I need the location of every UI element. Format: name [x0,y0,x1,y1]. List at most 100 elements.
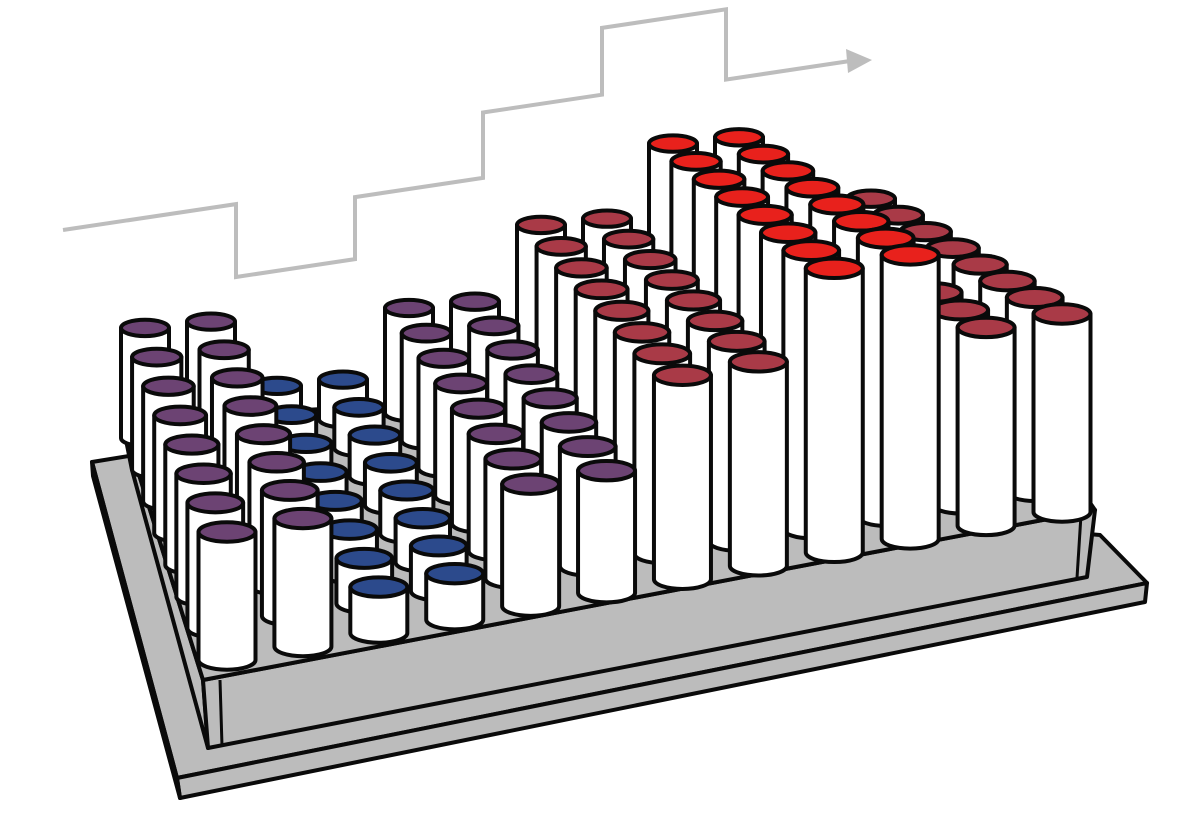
trend-step-line [62,6,851,280]
well-tube-top-purple [576,459,638,483]
well-tube-top-purple [557,435,618,459]
well-tube-body [576,468,638,605]
well-tube-top-purple [259,478,320,502]
plate-block-edge [218,679,224,747]
well-tube [727,350,789,578]
well-tube-top-purple [500,472,562,496]
well-tube-top-dark_red [632,342,693,366]
well-tube-top-dark_red [685,309,745,333]
well-tube-top-purple [503,363,560,385]
well-tube-top-bright_red [736,143,791,165]
trend-step-arrow [62,6,872,280]
well-tube-top-dark_red [978,269,1037,293]
well-tube-top-purple [433,372,490,395]
well-tube-top-blue [362,451,419,474]
well-tube-top-purple [185,311,237,332]
well-tube-top-dark_red [554,257,609,279]
well-tube-top-blue [348,575,410,599]
well-tube-top-dark_red [955,315,1017,340]
well-tube-top-purple [449,291,501,312]
well-tube-top-purple [152,404,209,427]
well-tube-body [955,325,1017,538]
well-tube-body [803,266,865,565]
well-tube-top-bright_red [758,221,818,244]
well-tube-top-purple [485,339,540,361]
well-tube-top-purple [399,322,454,344]
well-tube-top-purple [449,397,508,420]
well-tube [879,243,941,551]
well-tube-top-dark_red [573,278,630,301]
well-tube-top-blue [317,369,369,390]
well-tube-top-dark_red [951,253,1009,276]
well-tube-top-bright_red [784,176,841,199]
well-tube-top-purple [247,451,306,474]
well-tube [348,575,410,645]
well-tube-top-purple [466,422,526,446]
well-tube-top-purple [119,317,171,339]
well-tube-body [1031,312,1093,524]
well-tube [424,561,486,632]
well-tube-top-blue [378,479,436,502]
well-tube-body [727,359,789,578]
well-tube-top-dark_red [612,321,672,344]
well-tube-body [651,373,713,591]
well-tube-top-purple [222,395,279,417]
well-tube-top-dark_red [706,329,767,353]
well-tube-top-blue [408,534,469,558]
well-tube-top-purple [467,315,521,337]
well-tube-top-bright_red [714,186,771,208]
well-tube-top-blue [424,561,486,586]
well-tube-body [348,585,410,645]
well-tube-top-dark_red [1004,286,1065,310]
well-tube-top-bright_red [691,168,747,190]
well-tube-top-purple [272,506,334,531]
well-tube-top-blue [334,546,395,570]
well-tube-top-bright_red [781,239,842,263]
well-tube-body [196,530,258,672]
well-tube-top-bright_red [736,203,794,226]
well-tube-top-dark_red [534,236,588,257]
well-tube-top-bright_red [832,210,891,233]
well-tube-top-purple [521,387,579,410]
well-tube-top-dark_red [622,248,678,271]
well-tube-top-purple [234,423,293,446]
well-tube-body [879,252,941,551]
well-tube [196,520,258,672]
well-tube-top-dark_red [643,269,700,291]
arrowhead-icon [846,49,872,73]
well-tube-top-purple [209,367,265,389]
well-tube [1031,302,1093,524]
well-tube-top-bright_red [855,226,916,250]
well-tube-body [424,571,486,632]
well-tube-top-purple [539,411,599,434]
wells [119,127,1093,672]
well-tube-top-dark_red [1031,302,1093,326]
well-tube-top-purple [483,447,544,471]
well-tube-top-blue [332,396,386,418]
well-tube-top-purple [185,491,246,515]
well-tube-top-purple [174,462,233,485]
well-tube-top-dark_red [581,208,633,229]
well-tube-top-purple [416,347,472,369]
plate-flange-left [90,460,182,800]
well-tube-top-bright_red [713,127,765,148]
well-tube-top-dark_red [601,228,656,250]
well-tube-top-dark_red [515,214,567,236]
well-tube [500,472,562,618]
well-tube-top-purple [383,297,435,319]
well-tube-top-purple [163,433,221,456]
well-tube [955,315,1017,538]
well-tube [576,459,638,605]
well-tube-body [500,482,562,618]
well-tube-top-bright_red [647,133,699,154]
plate-block-edge [1075,514,1083,579]
well-tube-top-purple [130,346,184,368]
well-tube [651,363,713,591]
well-tube-top-purple [197,339,251,361]
well-tube-body [272,516,334,659]
well-tube-top-purple [196,520,258,544]
well-tube-top-dark_red [727,350,789,374]
well-tube-top-dark_red [593,299,651,322]
well-tube-top-blue [393,506,453,530]
